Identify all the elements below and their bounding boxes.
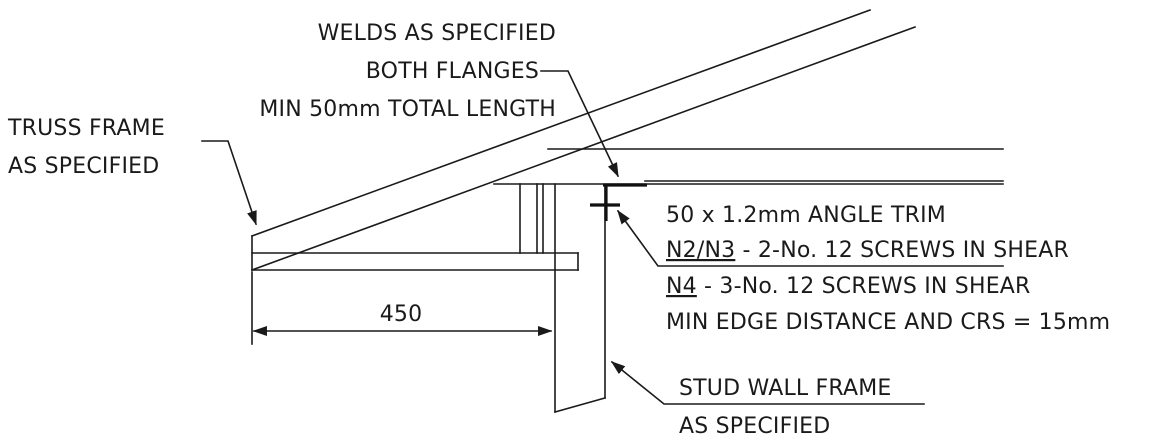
truss-note-line1: TRUSS FRAME xyxy=(7,116,165,141)
stud-note-line2: AS SPECIFIED xyxy=(679,414,830,439)
stud-note-line1: STUD WALL FRAME xyxy=(679,376,892,401)
trim-n2n3-screws: - 2-No. 12 SCREWS IN SHEAR xyxy=(735,238,1069,263)
truss-top-chord xyxy=(250,8,917,272)
trim-code-n4: N4 xyxy=(666,274,697,299)
leader-stud xyxy=(610,360,925,405)
truss-web-members xyxy=(519,183,544,254)
welds-note-line1: WELDS AS SPECIFIED xyxy=(318,21,556,46)
angle-trim xyxy=(590,183,647,221)
top-plate xyxy=(493,148,1004,185)
trim-code-n2n3: N2/N3 xyxy=(666,238,735,263)
trim-note-line4: MIN EDGE DISTANCE AND CRS = 15mm xyxy=(666,310,1110,335)
dimension-450 xyxy=(251,271,553,345)
truss-bottom-chord xyxy=(251,235,579,271)
welds-note-line3: MIN 50mm TOTAL LENGTH xyxy=(259,97,556,122)
trim-note-line1: 50 x 1.2mm ANGLE TRIM xyxy=(666,203,946,228)
truss-note-line2: AS SPECIFIED xyxy=(8,154,159,179)
leader-truss xyxy=(201,140,258,226)
trim-note-line2: N2/N3 - 2-No. 12 SCREWS IN SHEAR xyxy=(666,238,1069,263)
trim-note-line3: N4 - 3-No. 12 SCREWS IN SHEAR xyxy=(666,274,1031,299)
stud-wall xyxy=(554,183,606,413)
dimension-value: 450 xyxy=(380,302,423,327)
leader-trim xyxy=(616,209,1004,267)
welds-note-line2: BOTH FLANGES xyxy=(366,59,539,84)
trim-n4-screws: - 3-No. 12 SCREWS IN SHEAR xyxy=(697,274,1031,299)
leader-welds xyxy=(540,70,620,178)
